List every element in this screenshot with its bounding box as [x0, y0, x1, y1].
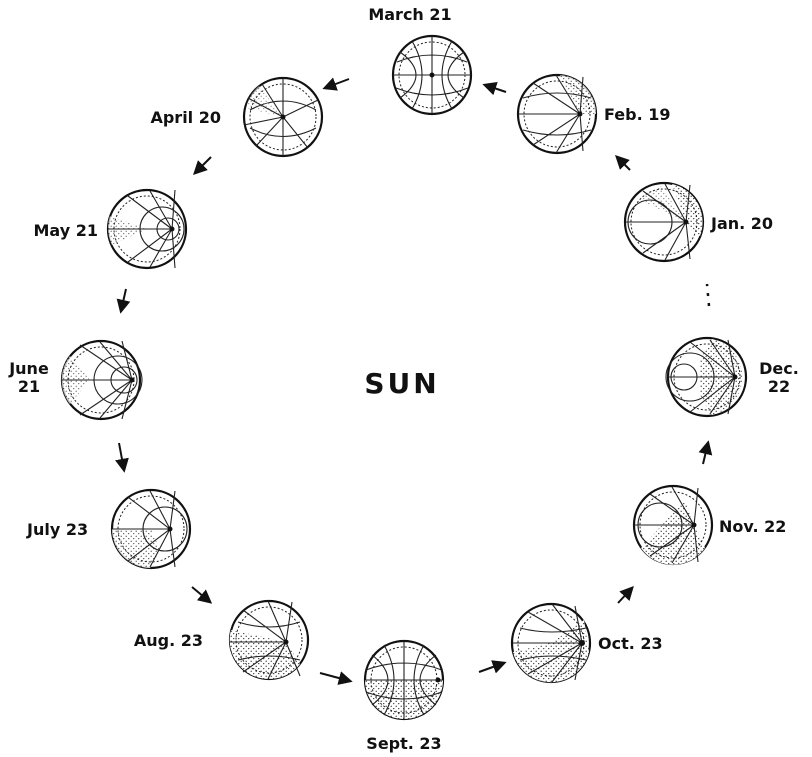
- date-label-june-1: June: [8, 359, 49, 378]
- globe-november: Nov. 22: [634, 486, 786, 565]
- globe-february: Feb. 19: [518, 75, 671, 153]
- arrow-june-to-july: [119, 443, 124, 470]
- arrow-august-to-september: [320, 673, 350, 681]
- date-label-december-1: Dec.: [759, 359, 799, 378]
- globe-september-shape: [365, 641, 443, 719]
- date-label-may: May 21: [34, 221, 99, 240]
- globe-december: Dec. 22: [666, 338, 799, 416]
- arrow-may-to-june: [121, 289, 126, 311]
- globe-february-shape: [518, 75, 596, 153]
- date-label-january: Jan. 20: [710, 214, 773, 233]
- date-label-november: Nov. 22: [719, 517, 786, 536]
- globe-october-shape: [512, 604, 590, 682]
- globe-january-shape: [625, 183, 703, 261]
- date-label-march: March 21: [368, 5, 451, 24]
- arrow-september-to-october: [479, 663, 504, 672]
- arrow-march-to-april: [325, 79, 349, 88]
- globe-march-shape: [393, 36, 471, 114]
- date-label-april: April 20: [150, 108, 221, 127]
- globe-january: Jan. 20: [625, 183, 773, 261]
- globe-april: April 20: [150, 78, 322, 156]
- date-label-september: Sept. 23: [366, 734, 441, 753]
- date-label-june-2: 21: [18, 377, 40, 396]
- globe-august: Aug. 23: [134, 601, 308, 679]
- globe-july: July 23: [26, 490, 190, 568]
- globe-may: May 21: [34, 190, 187, 268]
- date-label-july: July 23: [26, 520, 88, 539]
- globe-may-shape: [108, 190, 186, 268]
- arrow-december-to-january: [707, 284, 709, 306]
- globe-november-shape: [634, 486, 712, 565]
- globe-june: June 21: [8, 341, 142, 419]
- arrow-january-to-february: [617, 157, 630, 170]
- globe-march: March 21: [368, 5, 471, 114]
- globe-august-shape: [230, 601, 308, 679]
- arrow-february-to-march: [485, 85, 506, 92]
- arrow-april-to-may: [195, 157, 211, 173]
- globe-september: Sept. 23: [365, 641, 443, 753]
- date-label-february: Feb. 19: [604, 105, 671, 124]
- arrow-october-to-november: [618, 588, 632, 603]
- date-label-august: Aug. 23: [134, 631, 203, 650]
- globe-april-shape: [244, 78, 322, 156]
- globe-october: Oct. 23: [512, 604, 663, 682]
- globe-june-shape: [62, 341, 142, 419]
- date-label-december-2: 22: [768, 377, 790, 396]
- globe-july-shape: [112, 490, 190, 568]
- globe-december-shape: [666, 338, 746, 416]
- sun-label: SUN: [364, 367, 439, 400]
- date-label-october: Oct. 23: [598, 634, 663, 653]
- arrow-november-to-december: [703, 443, 708, 464]
- arrow-july-to-august: [192, 587, 210, 602]
